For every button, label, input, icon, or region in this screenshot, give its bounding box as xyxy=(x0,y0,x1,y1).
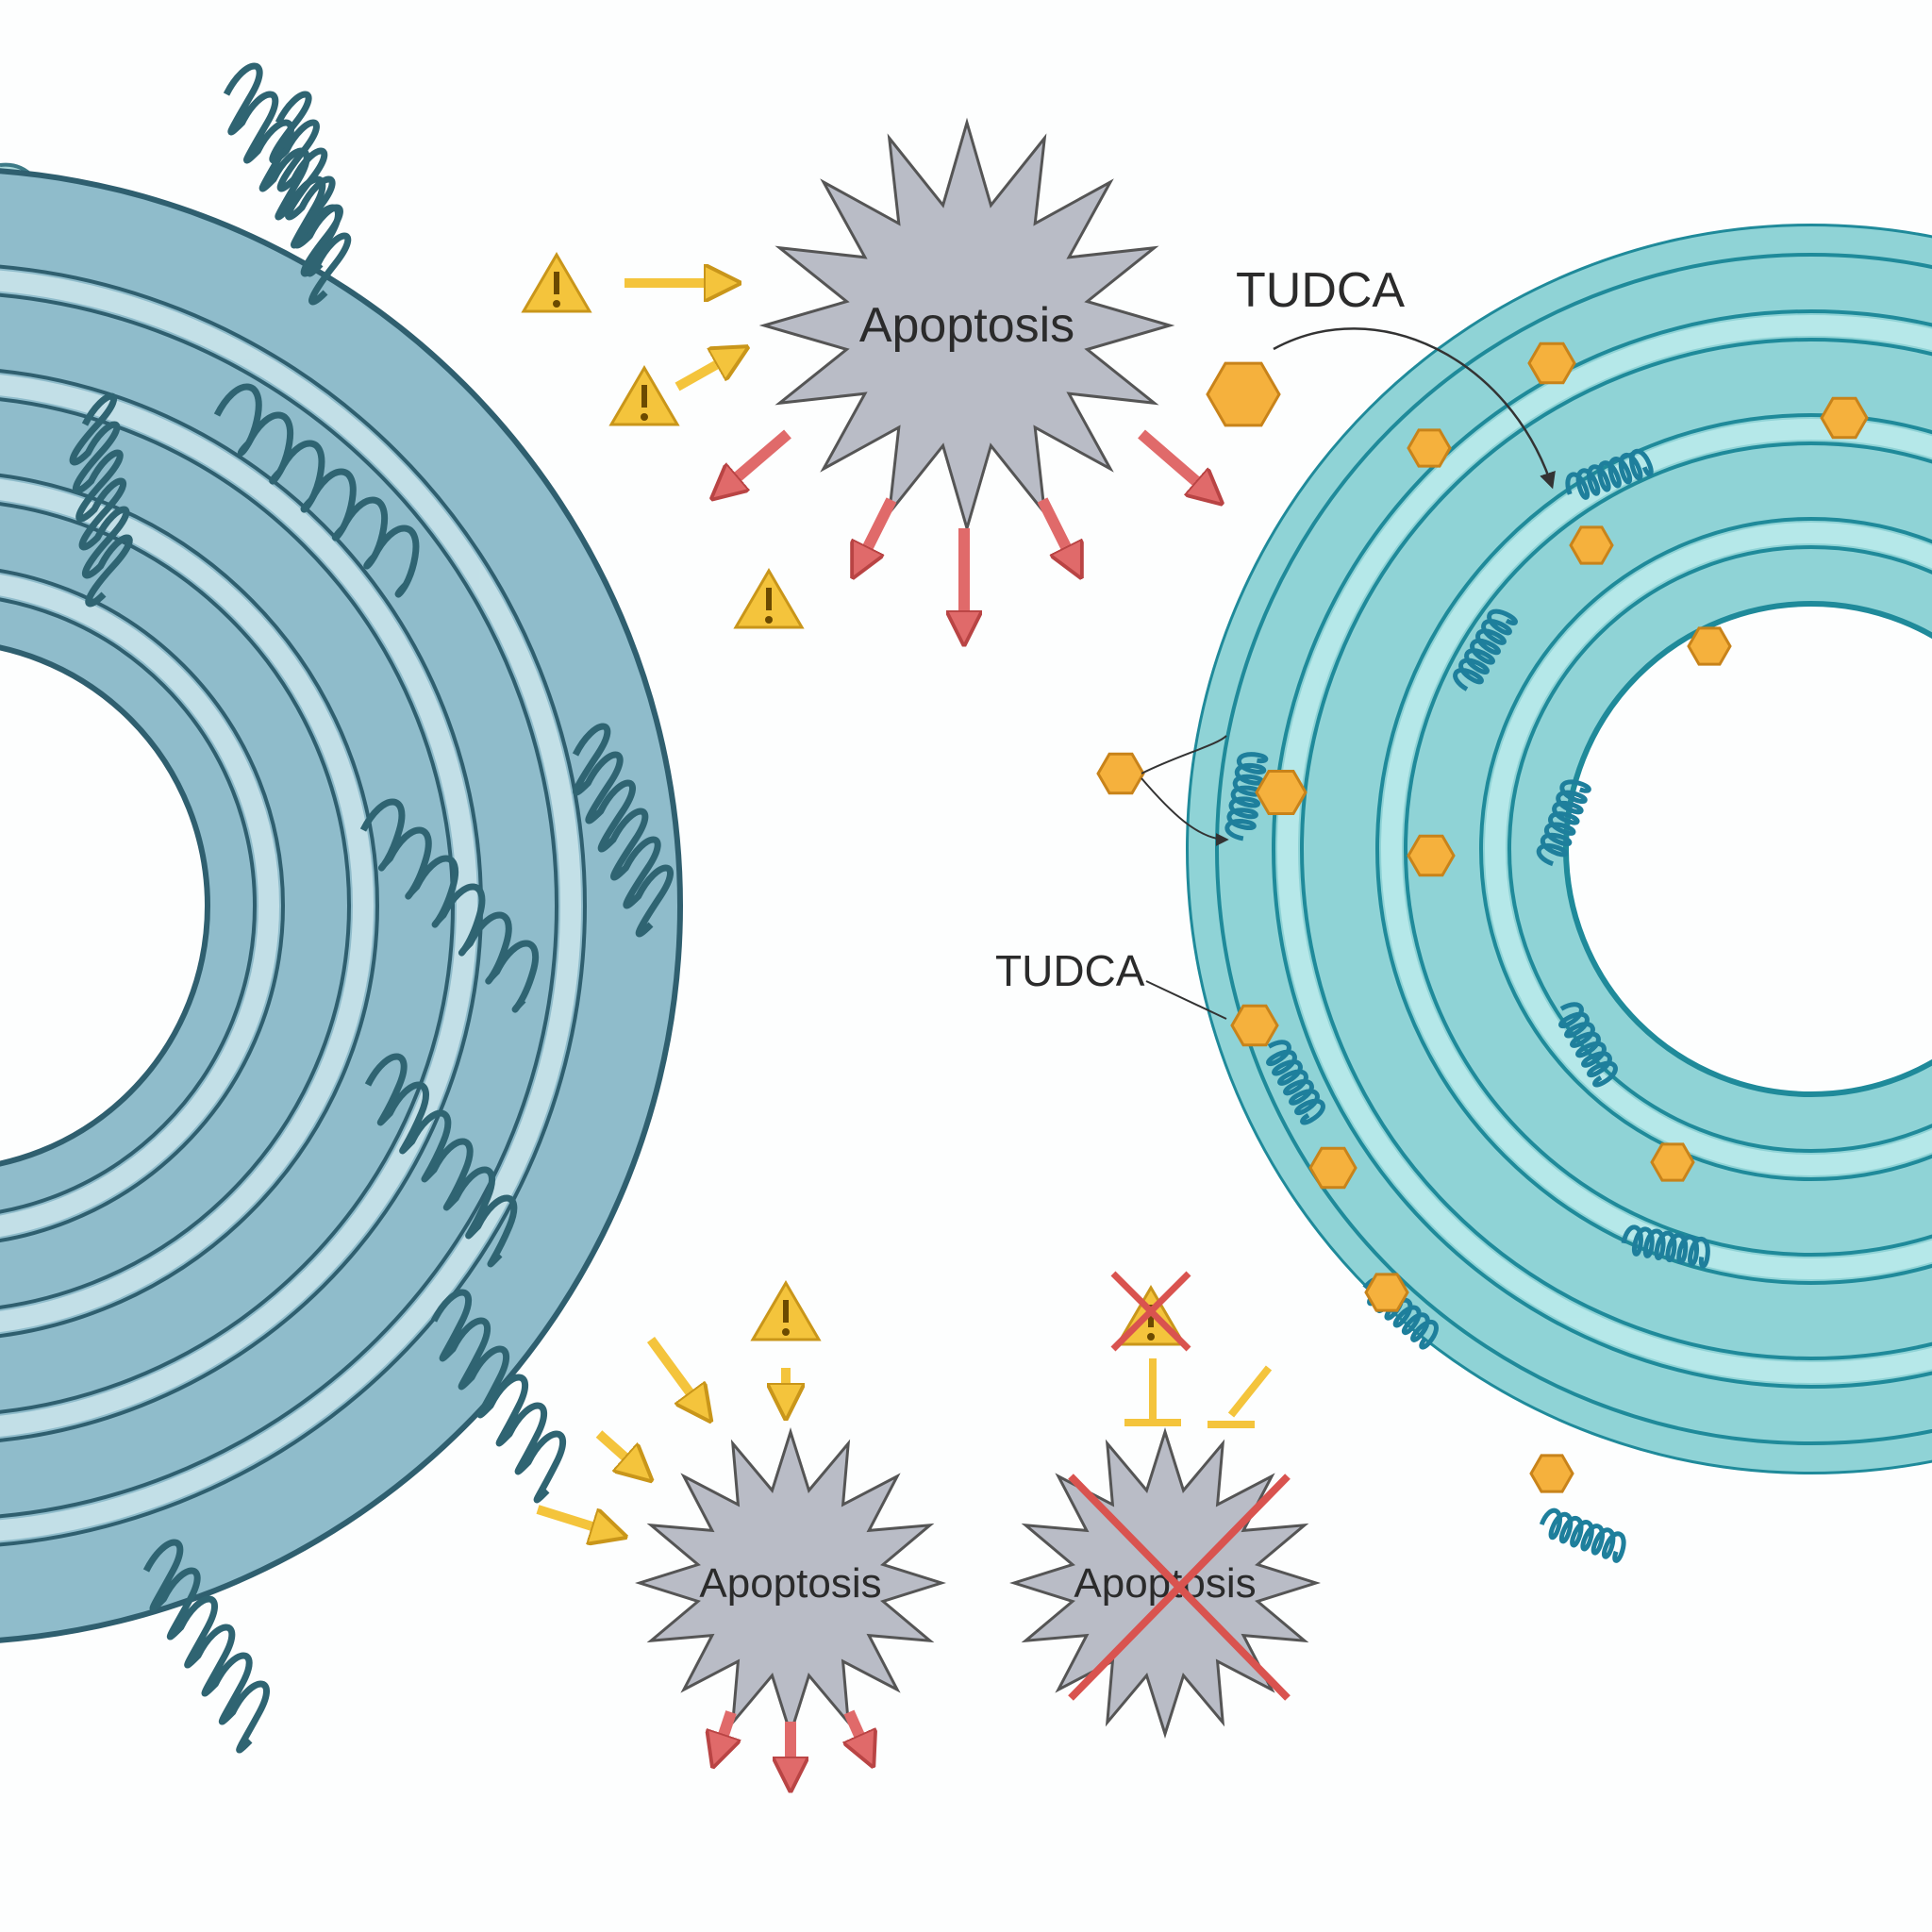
folded-protein-helix xyxy=(1621,1224,1710,1269)
tudca-pointer-middle xyxy=(1145,980,1227,1020)
apoptosis-label-bottom-left: Apoptosis xyxy=(699,1560,881,1607)
stress-arrow xyxy=(536,1505,613,1533)
tudca-molecule-hexagon-icon xyxy=(1255,770,1307,815)
cross-out-icon xyxy=(1068,1474,1291,1701)
blocked-warning-cross-icon xyxy=(1110,1271,1191,1352)
apoptosis-output-arrows xyxy=(717,429,1212,1778)
output-arrow xyxy=(717,1710,731,1755)
tudca-molecule-hexagon-icon xyxy=(1529,1454,1574,1493)
warning-triangle-icon xyxy=(608,365,680,426)
stress-arrow xyxy=(646,1337,703,1410)
misfolded-protein-tangle xyxy=(69,392,133,608)
misfolded-protein-tangle xyxy=(430,1289,566,1504)
folded-protein-helix xyxy=(1558,1002,1618,1088)
tudca-label-middle: TUDCA xyxy=(995,946,1145,995)
tudca-molecule-hexagon-icon xyxy=(1407,834,1456,877)
tudca-molecule-hexagon-icon xyxy=(1308,1146,1357,1190)
folded-protein-helix xyxy=(1453,608,1518,691)
folded-protein-helix xyxy=(1536,779,1591,867)
tudca-molecule-hexagon-icon xyxy=(1687,626,1732,666)
tudca-molecule-hexagon-icon xyxy=(1527,341,1576,385)
tudca-molecule-hexagon-icon xyxy=(1364,1273,1409,1312)
folded-protein-helix xyxy=(1266,1040,1325,1125)
tudca-molecule-hexagon-icon xyxy=(1407,428,1452,468)
stress-arrows xyxy=(536,283,786,1533)
tudca-molecule-hexagon-icon xyxy=(1650,1142,1695,1182)
tudca-binding-arrows xyxy=(1141,735,1226,840)
folded-protein-helix xyxy=(1224,752,1269,841)
stressed-er-left xyxy=(0,62,683,1754)
stress-arrow xyxy=(595,1430,641,1472)
misfolded-protein-tangle xyxy=(359,798,540,1013)
stress-arrow xyxy=(675,354,736,391)
tudca-arrow-top xyxy=(1273,327,1556,490)
output-arrow xyxy=(722,429,791,491)
tudca-label-top: TUDCA xyxy=(1236,263,1405,318)
output-arrow xyxy=(1138,429,1212,495)
output-arrow xyxy=(849,1709,868,1755)
tudca-molecule-hexagon-icon xyxy=(1569,525,1614,565)
warning-triangle-icon xyxy=(733,568,805,629)
warning-triangle-icon xyxy=(750,1280,822,1341)
apoptosis-star-blocked xyxy=(1009,1427,1321,1739)
healthy-er-right xyxy=(1096,224,1932,1563)
tudca-molecule-hexagon-icon xyxy=(1096,752,1145,795)
tudca-molecule-hexagon-icon xyxy=(1820,396,1869,440)
folded-protein-helix xyxy=(1539,1507,1626,1563)
misfolded-protein-tangle xyxy=(142,1539,270,1754)
misfolded-protein-tangle xyxy=(213,383,420,598)
output-arrow xyxy=(858,497,897,566)
inhibition-bars xyxy=(1124,1358,1273,1428)
misfolded-protein-tangle xyxy=(364,1053,518,1268)
tudca-molecule-hexagon-icon xyxy=(1230,1004,1279,1047)
tudca-molecule-hexagon-icon xyxy=(1206,361,1281,427)
misfolded-protein-tangle xyxy=(269,91,352,306)
output-arrow xyxy=(1037,497,1075,566)
apoptosis-label-top: Apoptosis xyxy=(859,298,1074,353)
warning-triangle-icon xyxy=(521,252,592,313)
misfolded-protein-tangle xyxy=(572,723,674,938)
folded-protein-helix xyxy=(1565,448,1654,500)
